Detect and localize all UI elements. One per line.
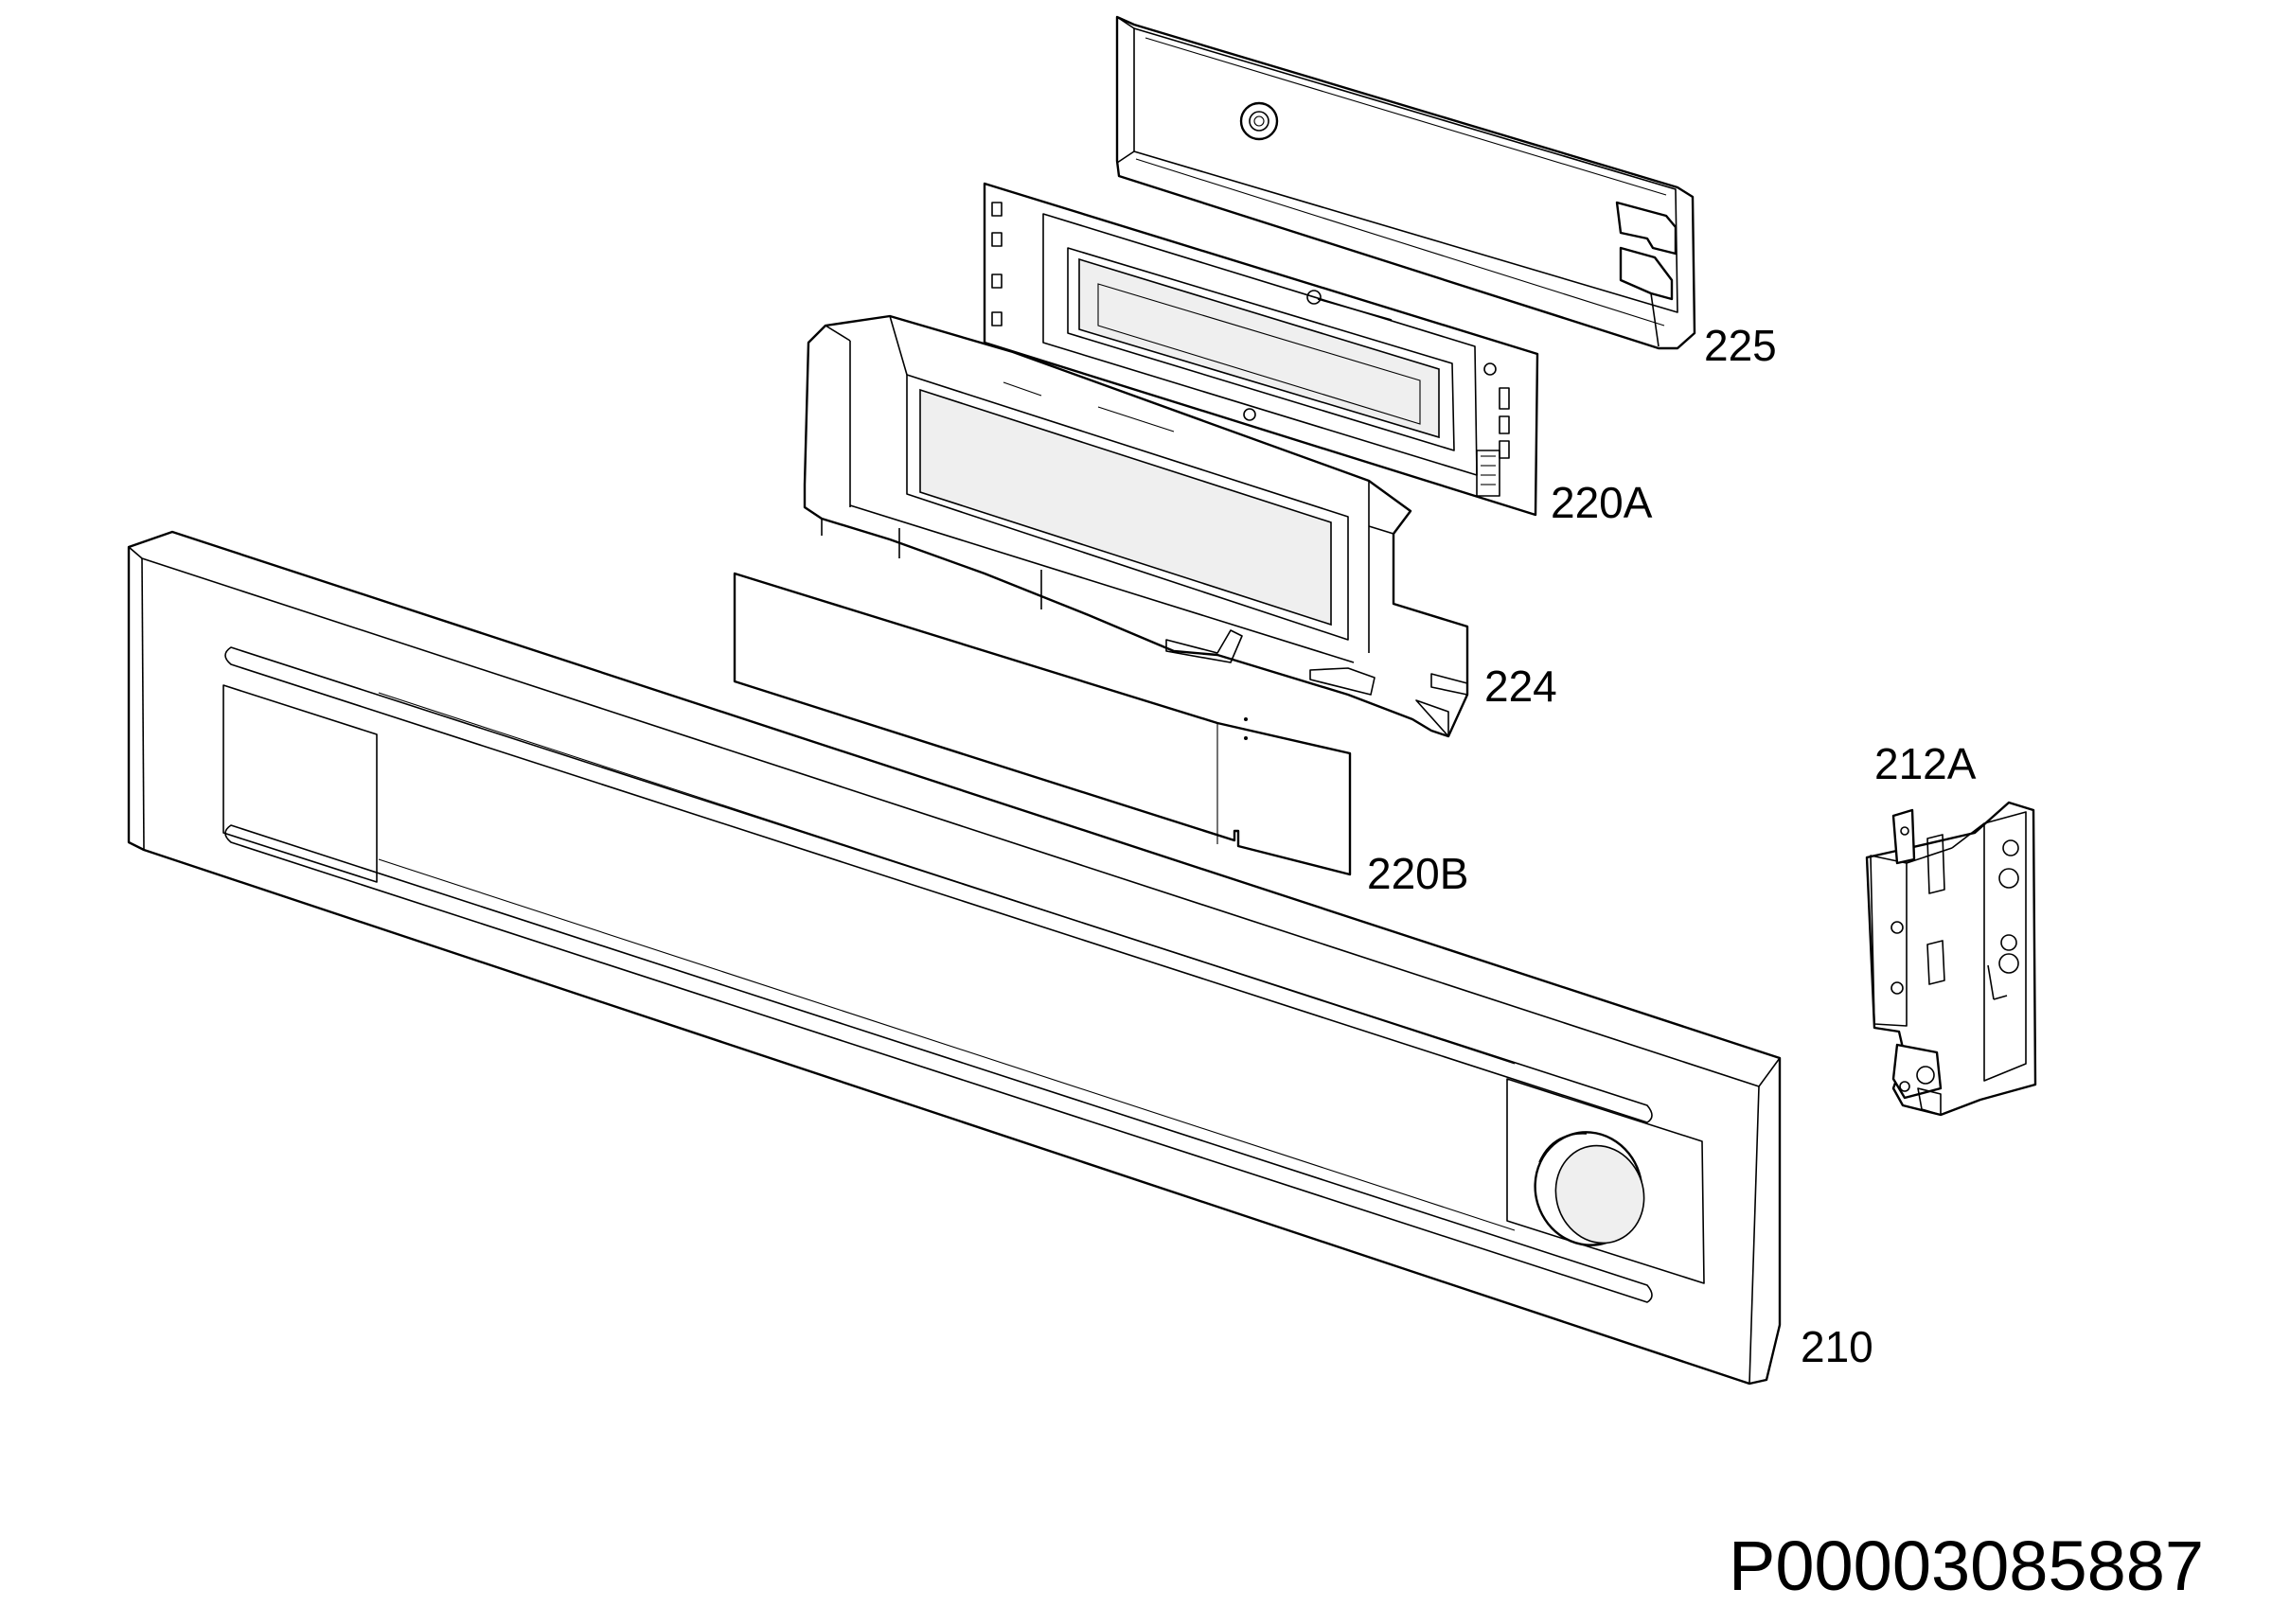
label-224: 224	[1484, 662, 1557, 711]
part-212A-bracket	[1865, 801, 2037, 1117]
label-212A: 212A	[1874, 739, 1977, 788]
label-210: 210	[1801, 1322, 1873, 1371]
part-220A-pcb	[983, 182, 1539, 517]
document-number: P00003085887	[1729, 1527, 2205, 1605]
label-220B: 220B	[1367, 849, 1469, 898]
label-225: 225	[1704, 321, 1777, 370]
label-220A: 220A	[1551, 478, 1653, 527]
part-225-cover	[1115, 15, 1696, 350]
part-224-frame	[803, 314, 1469, 738]
part-210-control-panel	[127, 530, 1782, 1386]
part-220B-sheet	[733, 572, 1352, 876]
